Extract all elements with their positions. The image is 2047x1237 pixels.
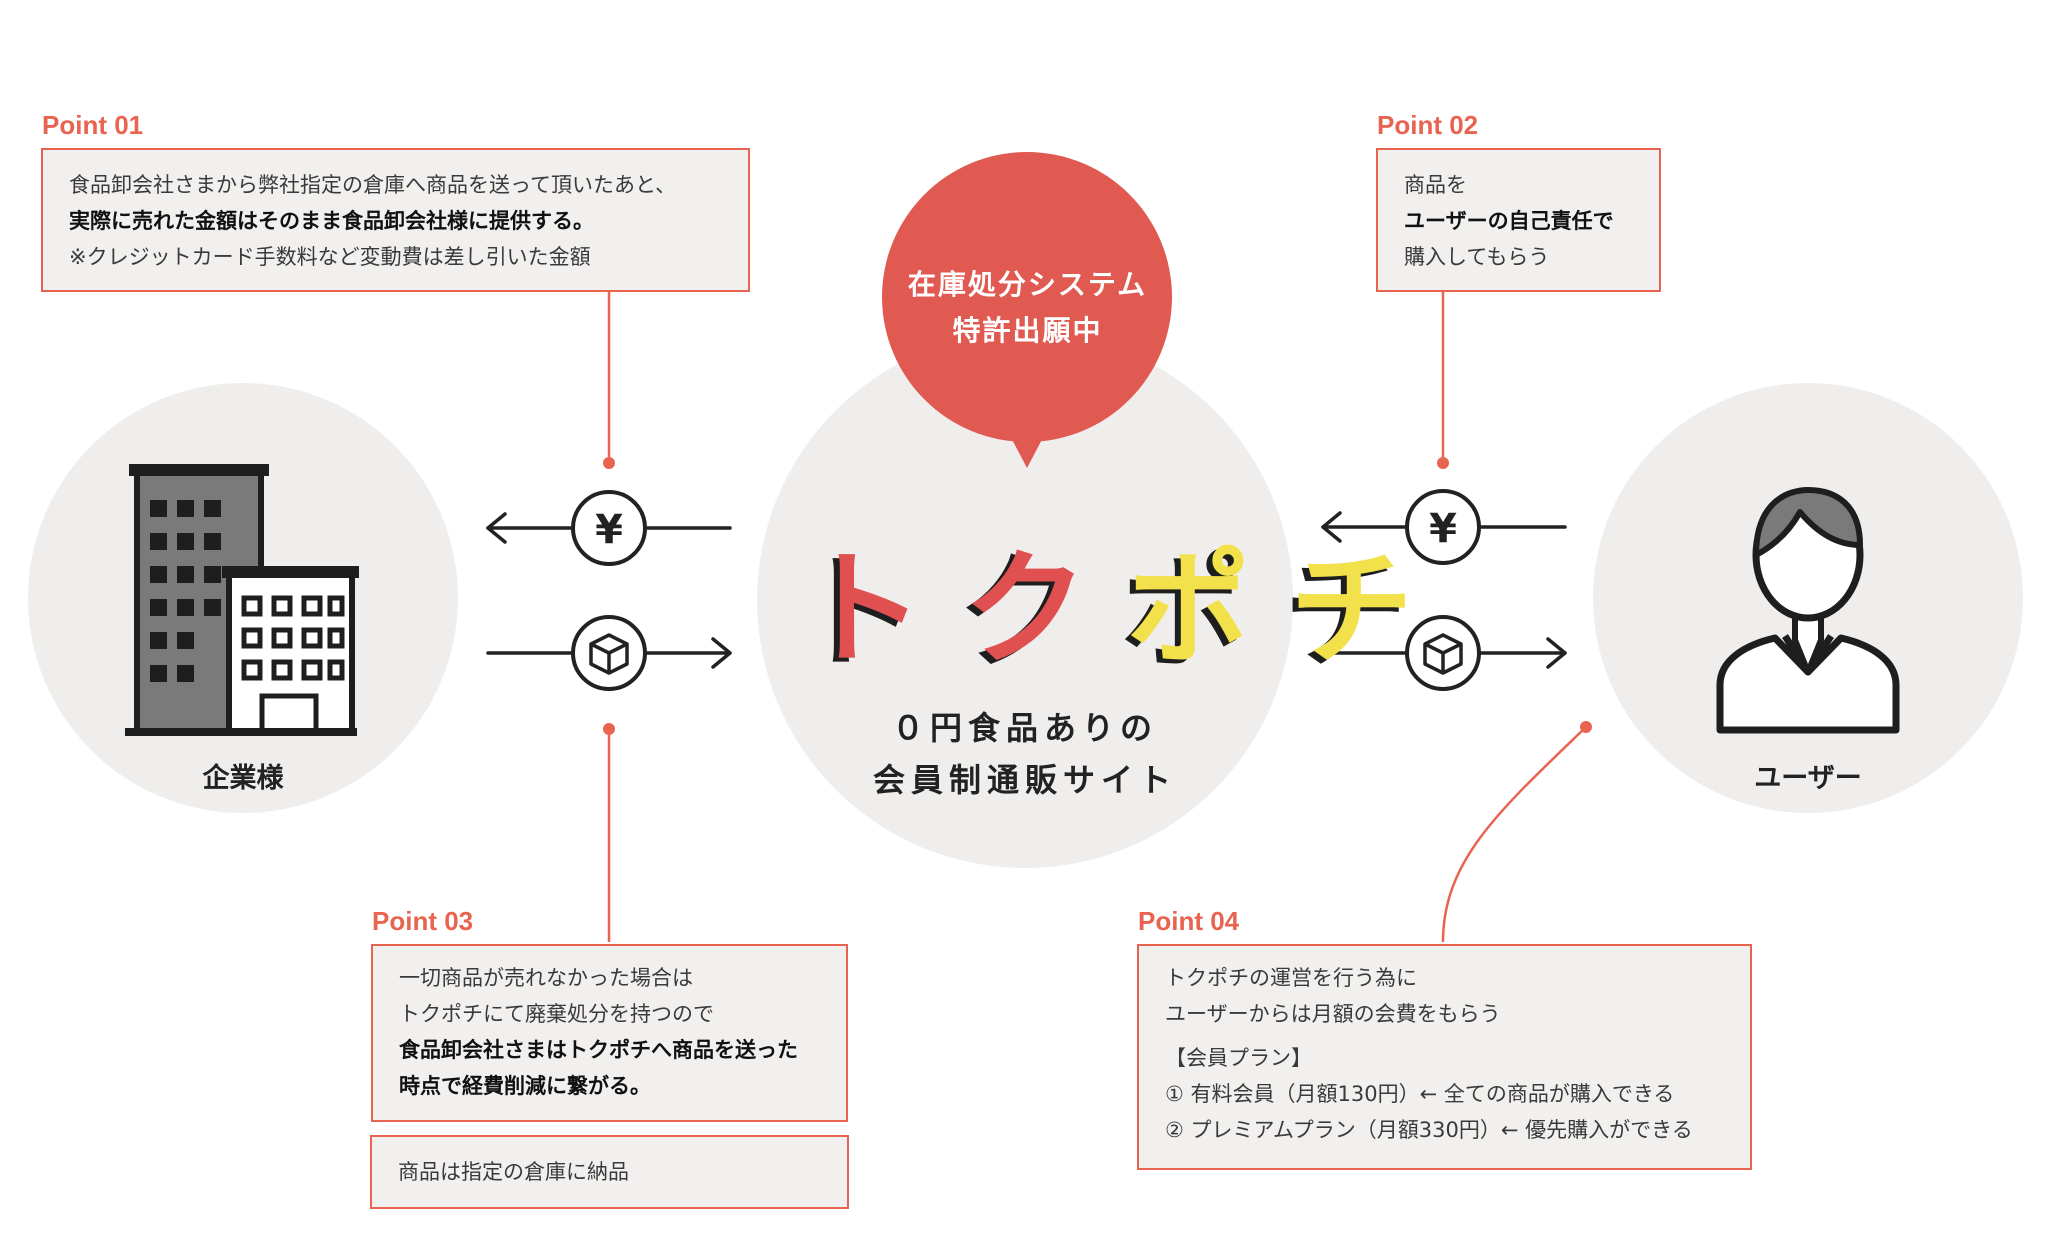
money-flow-arrow-left <box>486 512 732 544</box>
logo-char: ト <box>800 538 924 682</box>
point-02-box: 商品を ユーザーの自己責任で 購入してもらう <box>1376 148 1661 292</box>
point-03-line: 食品卸会社さまはトクポチへ商品を送った <box>399 1038 798 1062</box>
svg-text:¥: ¥ <box>595 507 623 553</box>
point-01-line: ※クレジットカード手数料など変動費は差し引いた金額 <box>69 245 591 269</box>
point-03-note: 商品は指定の倉庫に納品 <box>398 1160 629 1184</box>
service-tagline: ０円食品ありの 会員制通販サイト <box>872 709 1177 799</box>
point-connectors <box>607 292 1587 943</box>
service-node-circle <box>757 332 1293 868</box>
point-03-line: トクポチにて廃棄処分を持つので <box>399 1002 714 1026</box>
point-04-plan-title: 【会員プラン】 <box>1165 1046 1312 1070</box>
point-01-line: 食品卸会社さまから弊社指定の倉庫へ商品を送って頂いたあと、 <box>69 173 677 197</box>
point-02-line: 商品を <box>1404 173 1467 197</box>
patent-speech-bubble <box>882 152 1172 468</box>
patent-bubble-text: 在庫処分システム 特許出願中 <box>907 268 1148 347</box>
goods-flow-arrow-right <box>1321 637 1567 669</box>
point-01-box: 食品卸会社さまから弊社指定の倉庫へ商品を送って頂いたあと、 実際に売れた金額はそ… <box>41 148 750 292</box>
point-03-note-box: 商品は指定の倉庫に納品 <box>370 1135 849 1209</box>
point-03-box: 一切商品が売れなかった場合は トクポチにて廃棄処分を持つので 食品卸会社さまはト… <box>371 944 848 1122</box>
building-icon <box>125 464 359 736</box>
user-label: ユーザー <box>1754 763 1862 794</box>
point-03-line: 時点で経費削減に繋がる。 <box>399 1074 651 1098</box>
package-box-icon <box>1405 615 1481 691</box>
money-flow-arrow-right <box>1321 511 1567 543</box>
point-04-plan: ① 有料会員（月額130円）← 全ての商品が購入できる <box>1165 1082 1675 1106</box>
point-01-label: Point 01 <box>42 110 144 140</box>
yen-icon: ¥ <box>571 490 647 566</box>
goods-flow-arrow-left <box>486 637 732 669</box>
point-03-line: 一切商品が売れなかった場合は <box>399 966 693 990</box>
company-label: 企業様 <box>202 763 284 794</box>
point-02-label: Point 02 <box>1377 110 1479 140</box>
tokupochi-logo: ト ク ポ チ <box>800 508 1414 688</box>
point-01-line: 実際に売れた金額はそのまま食品卸会社様に提供する。 <box>69 209 594 233</box>
point-04-plan: ② プレミアムプラン（月額330円）← 優先購入ができる <box>1165 1118 1693 1142</box>
point-02-line: 購入してもらう <box>1404 245 1550 269</box>
logo-char: ポ <box>1126 538 1250 682</box>
yen-icon: ¥ <box>1405 489 1481 565</box>
point-04-line: ユーザーからは月額の会費をもらう <box>1165 1002 1501 1026</box>
logo-char: チ <box>1289 538 1414 682</box>
point-04-box: トクポチの運営を行う為に ユーザーからは月額の会費をもらう 【会員プラン】 ① … <box>1137 944 1752 1170</box>
connector-dots <box>603 457 1592 735</box>
point-02-line: ユーザーの自己責任で <box>1404 209 1614 233</box>
point-04-label: Point 04 <box>1138 906 1240 936</box>
package-box-icon <box>571 615 647 691</box>
logo-char: ク <box>963 538 1087 682</box>
point-03-label: Point 03 <box>372 906 474 936</box>
svg-text:¥: ¥ <box>1429 506 1457 552</box>
point-04-line: トクポチの運営を行う為に <box>1165 966 1417 990</box>
user-avatar-icon <box>1716 487 1900 734</box>
